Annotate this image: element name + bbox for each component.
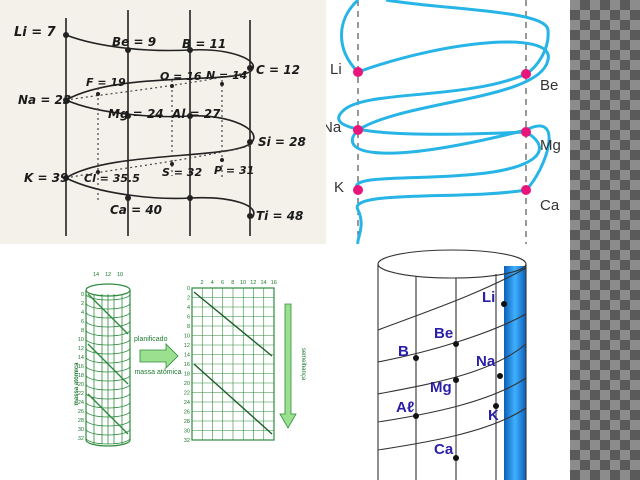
vertical-label-mass: massa atômica [74,362,80,406]
dot-li [353,67,363,77]
cyl-side-tick: 14 [78,355,84,361]
cyl-side-tick: 26 [78,409,84,415]
grid-top-tick: 10 [240,280,246,286]
grid-side-tick: 10 [184,334,190,340]
similarity-arrow [279,303,297,429]
label-mg-24: Mg = 24 [108,107,164,121]
label-mg: Mg [540,137,561,154]
handwritten-helix-panel: Li = 7 Be = 9 B = 11 C = 12 Na = 23 F = … [0,0,326,244]
cyl-side-tick: 4 [81,310,84,316]
label-li: Li [482,289,495,306]
grid-top-tick: 14 [260,280,266,286]
label-o-16: O = 16 [160,70,202,83]
label-li: Li [330,61,342,78]
checker-border [570,0,640,480]
dot-k [353,185,363,195]
label-s-32: S = 32 [162,166,202,179]
cyl-top-tick: 10 [117,272,123,278]
label-p-31: P = 31 [214,164,254,177]
label-k-39: K = 39 [24,171,68,185]
grid-side-tick: 8 [187,324,190,330]
grid-top-tick: 6 [221,280,224,286]
dot-ca [521,185,531,195]
grid-side-tick: 24 [184,400,190,406]
grid-side-tick: 20 [184,381,190,387]
label-al: Aℓ [396,399,414,416]
cyl-top-tick: 12 [105,272,111,278]
label-ca: Ca [540,197,560,214]
label-cl-35-5: Cl = 35.5 [84,172,140,185]
label-be: Be [434,325,453,342]
grid-top-tick: 4 [211,280,214,286]
grid-side-tick: 12 [184,343,190,349]
dot-na [353,125,363,135]
cyl-top-tick: 14 [93,272,99,278]
label-al-27: Al = 27 [171,107,221,121]
grid-top-tick: 16 [271,280,277,286]
label-mg: Mg [430,379,452,396]
grid-side-tick: 26 [184,410,190,416]
grid-side-tick: 18 [184,372,190,378]
cyl-side-tick: 6 [81,319,84,325]
grid-side-tick: 2 [187,296,190,302]
dot-mg [521,127,531,137]
cyl-side-tick: 32 [78,436,84,442]
label-n-14: N = 14 [206,69,247,82]
cyl-side-tick: 28 [78,418,84,424]
cyl-side-tick: 10 [78,337,84,343]
label-b: B [398,343,409,360]
cyl-side-tick: 18 [78,373,84,379]
grid-mass-label: massa atômica [134,369,181,376]
helix-curve [340,0,551,244]
grid-side-tick: 6 [187,315,190,321]
label-li-7: Li = 7 [14,25,57,40]
cylinder-outline [377,249,527,480]
green-cylinder [85,283,131,447]
cyl-side-tick: 30 [78,427,84,433]
dot-be [521,69,531,79]
grid-side-tick: 4 [187,305,190,311]
label-na-23: Na = 23 [18,93,71,107]
label-si-28: Si = 28 [258,135,306,149]
cyl-side-tick: 24 [78,400,84,406]
label-na: Na [476,353,496,370]
cyl-side-tick: 22 [78,391,84,397]
blue-cylinder-panel: Li Be B Na Mg Aℓ K Ca [370,244,570,480]
label-be-9: Be = 9 [112,35,156,49]
label-na: Na [326,119,342,136]
label-k: K [334,179,344,196]
similarity-label: semelhança [300,348,306,381]
cyan-helix-panel: Li Na K Be Mg Ca [326,0,570,244]
cyl-side-tick: 8 [81,328,84,334]
grid-top-tick: 12 [250,280,256,286]
grid-side-tick: 0 [187,286,190,292]
blue-stripe [504,266,526,480]
grid-side-tick: 14 [184,353,190,359]
grid-side-tick: 16 [184,362,190,368]
arrow-label: planificado [134,336,168,343]
label-ti-48: Ti = 48 [256,209,303,223]
grid-side-tick: 32 [184,438,190,444]
cyl-side-tick: 0 [81,292,84,298]
grid-side-tick: 30 [184,429,190,435]
cyl-side-tick: 12 [78,346,84,352]
flatten-arrow [139,343,179,369]
grid-side-tick: 28 [184,419,190,425]
label-be: Be [540,77,558,94]
label-k: K [488,407,499,424]
label-f-19: F = 19 [86,76,126,89]
grid-top-tick: 8 [231,280,234,286]
cyl-side-tick: 16 [78,364,84,370]
label-ca: Ca [434,441,454,458]
grid-top-tick: 2 [200,280,203,286]
label-c-12: C = 12 [256,63,300,77]
cyl-side-tick: 20 [78,382,84,388]
label-b-11: B = 11 [182,37,226,51]
grid-side-tick: 22 [184,391,190,397]
cyl-side-tick: 2 [81,301,84,307]
label-ca-40: Ca = 40 [110,203,162,217]
